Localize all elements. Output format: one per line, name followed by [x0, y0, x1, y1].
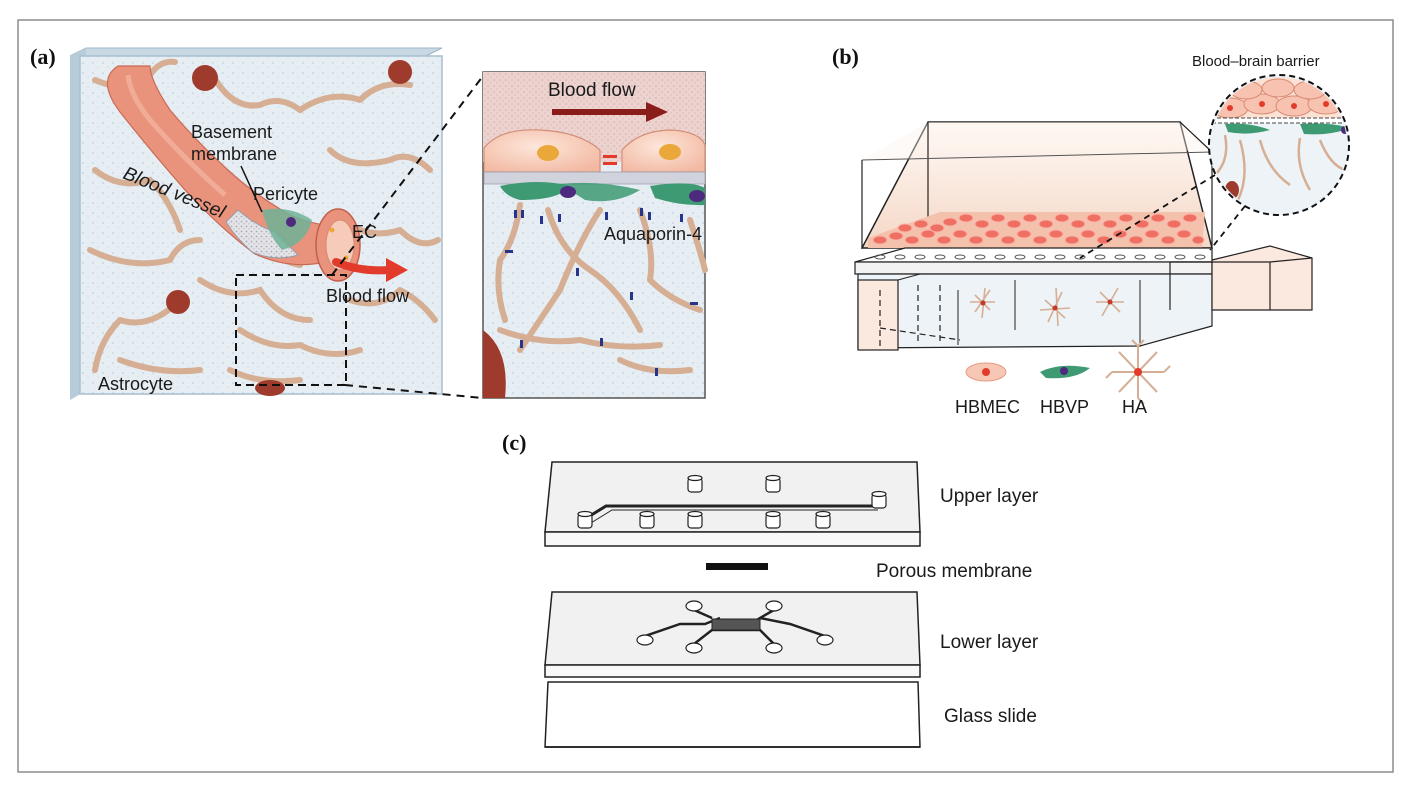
lower-chamber [857, 245, 1313, 351]
porous-membrane-bar [706, 563, 768, 570]
upper-chamber [860, 121, 1213, 250]
label-lower-layer: Lower layer [940, 632, 1039, 653]
label-astrocyte: Astrocyte [98, 374, 173, 394]
pericyte-wrap [262, 208, 312, 250]
hbmec-cell-layer [872, 213, 1205, 245]
label-porous-membrane: Porous membrane [876, 561, 1032, 582]
legend-hbmec: HBMEC [955, 397, 1020, 417]
upper-layer-chip [544, 461, 921, 547]
legend-ha: HA [1122, 397, 1147, 417]
label-basement: Basement [191, 122, 272, 142]
lower-layer-chip [544, 591, 921, 678]
tissue-block [69, 47, 443, 400]
inset-arrow [646, 102, 668, 122]
cell-legend [965, 339, 1171, 405]
panel-b: (b) [832, 44, 1350, 417]
label-glass-slide: Glass slide [944, 706, 1037, 727]
panel-c-letter: (c) [502, 430, 526, 455]
panel-a-letter: (a) [30, 44, 56, 69]
label-ec: EC [352, 222, 377, 242]
bbb-zoom-circle [1079, 74, 1350, 259]
inset-label-blood-flow: Blood flow [548, 80, 636, 101]
glass-slide [544, 681, 921, 748]
porous-membrane-plate [854, 247, 1213, 275]
label-membrane: membrane [191, 144, 277, 164]
label-bbb: Blood–brain barrier [1192, 53, 1320, 70]
label-upper-layer: Upper layer [940, 486, 1039, 507]
panel-c: (c) [502, 430, 1039, 748]
label-pericyte: Pericyte [253, 184, 318, 204]
zoom-region [235, 274, 347, 386]
blood-flow-arrow [332, 258, 392, 275]
inset-label-aquaporin: Aquaporin-4 [604, 224, 702, 244]
inset-panel [482, 71, 708, 399]
panel-b-letter: (b) [832, 44, 859, 69]
label-blood-flow-a: Blood flow [326, 286, 410, 306]
aquaporin-markers [505, 208, 698, 376]
legend-hbvp: HBVP [1040, 397, 1089, 417]
panel-a: (a) [30, 44, 708, 400]
